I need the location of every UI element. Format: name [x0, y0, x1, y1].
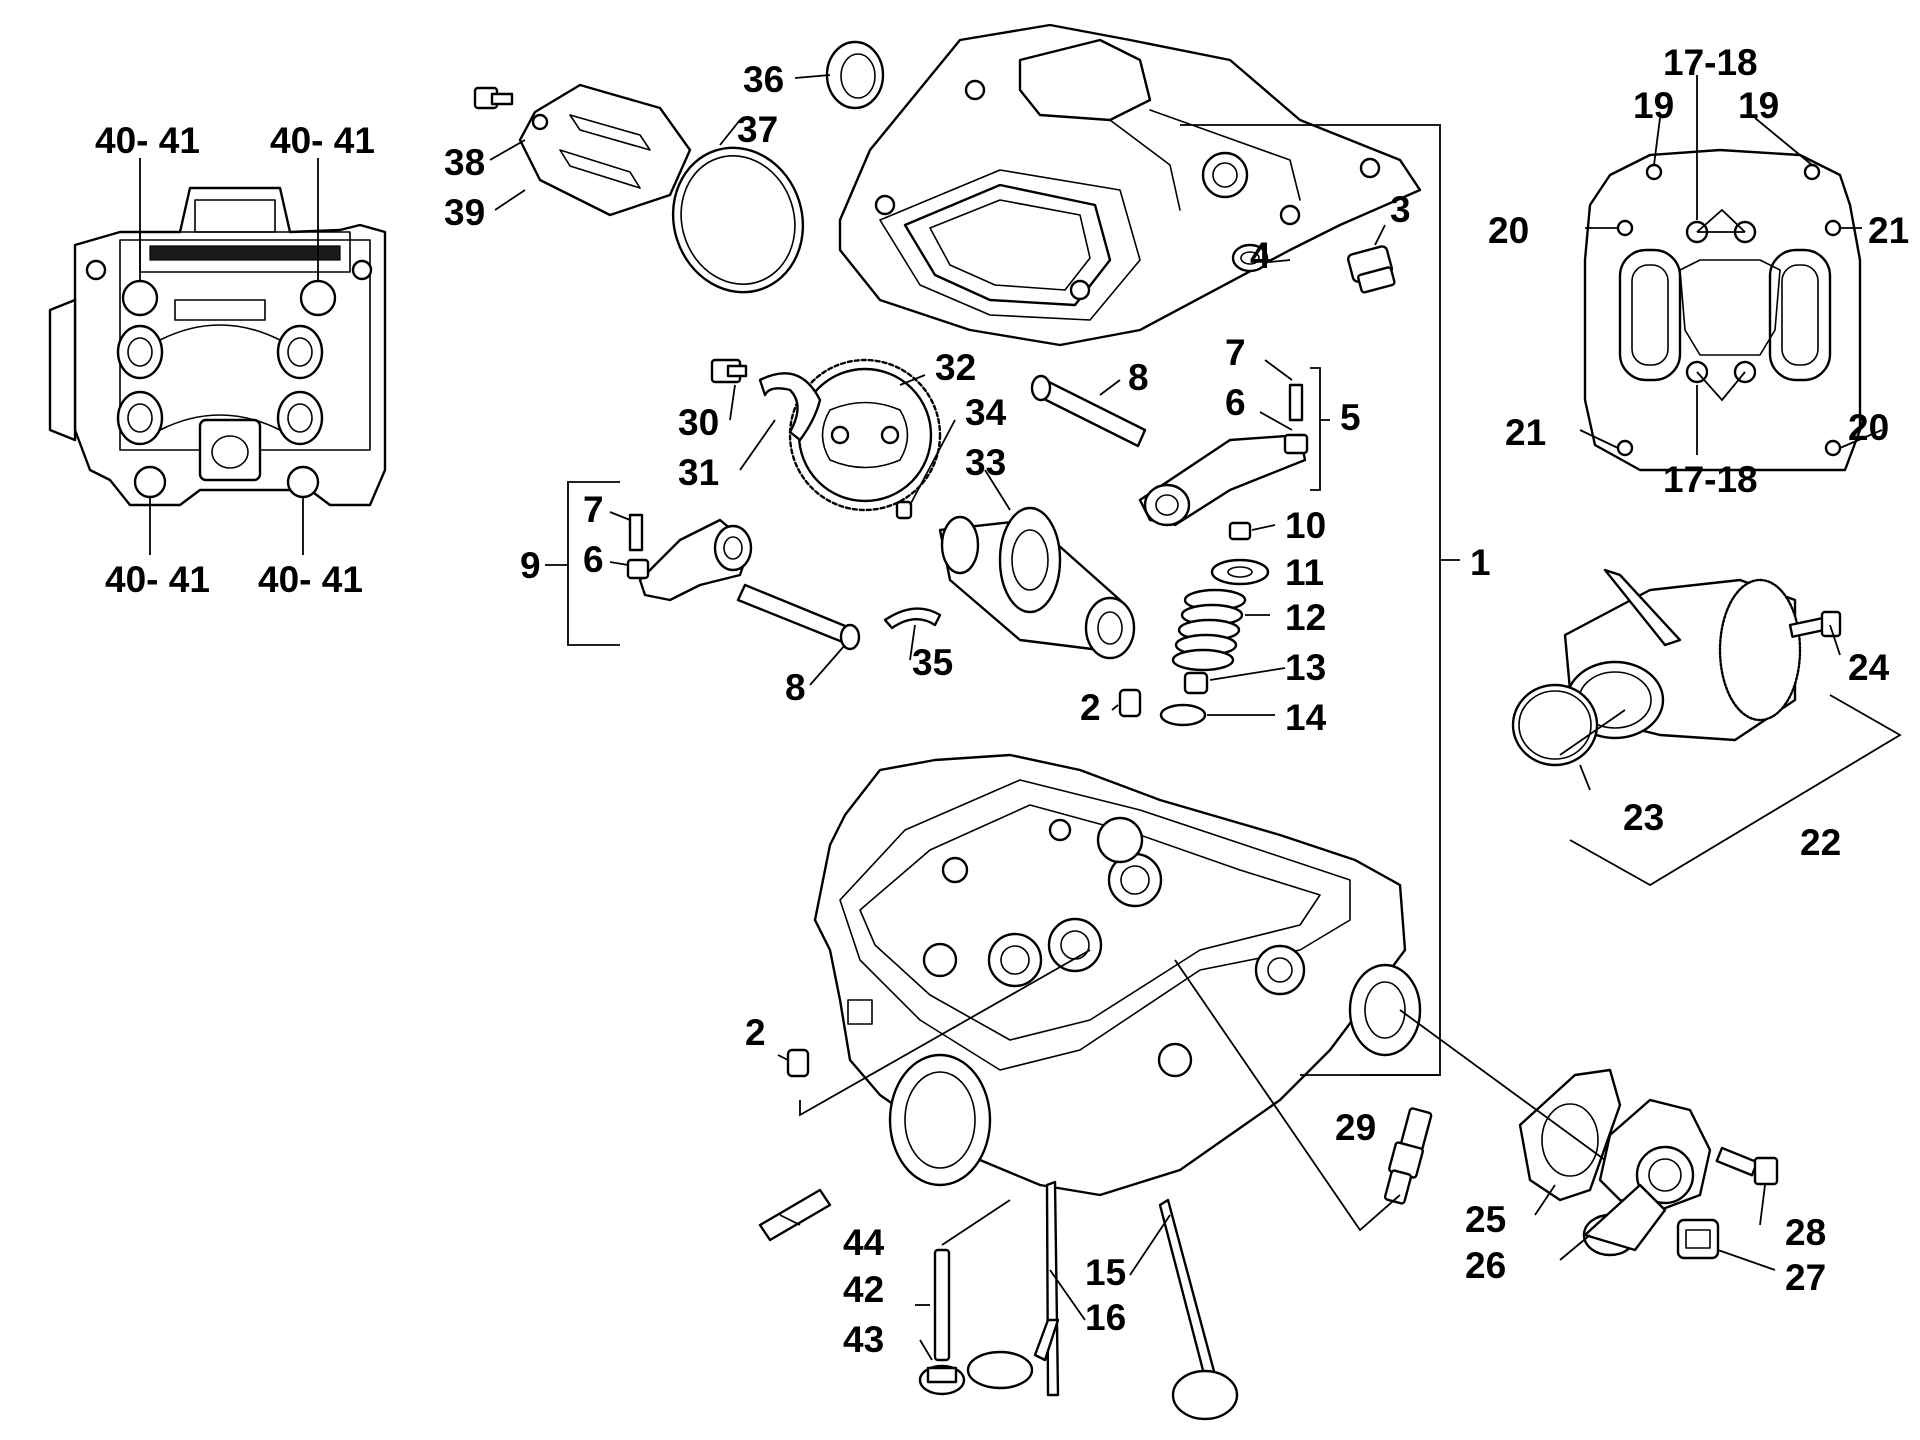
intake-boot-22 [1563, 568, 1802, 742]
washer-4 [1231, 243, 1269, 273]
callout-27: 27 [1785, 1257, 1826, 1298]
adjuster-screw-right-7 [1283, 383, 1309, 455]
callout-labels: 1 2 2 3 4 5 6 6 7 7 8 8 9 10 11 12 13 14… [95, 42, 1909, 1360]
clip-35 [883, 607, 942, 630]
callout-44: 44 [843, 1222, 885, 1263]
pin-34 [895, 500, 913, 520]
callout-38: 38 [444, 142, 485, 183]
callout-26: 26 [1465, 1245, 1506, 1286]
callout-42: 42 [843, 1269, 884, 1310]
cam-sprocket-32 [788, 358, 942, 512]
callout-23: 23 [1623, 797, 1664, 838]
callout-3: 3 [1390, 189, 1411, 230]
head-top-view-inset [48, 186, 387, 507]
callout-30: 30 [678, 402, 719, 443]
leader-lines [139, 74, 1902, 1361]
callout-2: 2 [1080, 687, 1101, 728]
stud-42 [933, 1248, 951, 1362]
callout-6: 6 [583, 539, 604, 580]
retainer-31 [758, 372, 822, 442]
callout-37: 37 [737, 109, 778, 150]
callout-1: 1 [1470, 542, 1491, 583]
adjuster-screw-left-7 [626, 513, 650, 580]
sensor-27 [1676, 1218, 1720, 1260]
callout-14: 14 [1285, 697, 1327, 738]
callout-24: 24 [1848, 647, 1890, 688]
callout-25: 25 [1465, 1199, 1506, 1240]
callout-34: 34 [965, 392, 1007, 433]
callout-22: 22 [1800, 822, 1841, 863]
callout-35: 35 [912, 642, 953, 683]
callout-17-18: 17-18 [1663, 459, 1758, 500]
callout-40-41: 40- 41 [258, 559, 363, 600]
callout-9: 9 [520, 545, 541, 586]
callout-31: 31 [678, 452, 719, 493]
callout-28: 28 [1785, 1212, 1826, 1253]
callout-36: 36 [743, 59, 784, 100]
callout-39: 39 [444, 192, 485, 233]
callout-10: 10 [1285, 505, 1326, 546]
callout-16: 16 [1085, 1297, 1126, 1338]
callout-40-41: 40- 41 [270, 120, 375, 161]
bolt-24 [1788, 610, 1842, 638]
callout-20: 20 [1848, 407, 1889, 448]
callout-8: 8 [1128, 357, 1149, 398]
callout-12: 12 [1285, 597, 1326, 638]
rocker-arm-right [1138, 433, 1307, 527]
rocker-shaft-left-8 [736, 583, 861, 651]
callout-43: 43 [843, 1319, 884, 1360]
callout-2: 2 [745, 1012, 766, 1053]
breather-cover-39 [518, 83, 692, 217]
cylinder-head [813, 753, 1422, 1197]
callout-4: 4 [1250, 235, 1271, 276]
callout-17-18: 17-18 [1663, 42, 1758, 83]
valve-spring-cluster-left [116, 324, 164, 446]
callout-40-41: 40- 41 [105, 559, 210, 600]
callout-29: 29 [1335, 1107, 1376, 1148]
head-bottom-view-inset [1583, 148, 1862, 472]
callout-5: 5 [1340, 397, 1361, 438]
o-ring-23 [1511, 683, 1599, 767]
rocker-arm-left [638, 518, 753, 602]
valve-cover [838, 23, 1422, 347]
callout-13: 13 [1285, 647, 1326, 688]
nut-43 [918, 1364, 966, 1396]
bolt-38 [473, 86, 514, 110]
elbow-26 [1582, 1098, 1712, 1257]
callout-7: 7 [583, 489, 604, 530]
stem-seal-13 [1183, 671, 1209, 695]
callout-19: 19 [1633, 85, 1674, 126]
valve-15 [1158, 1198, 1239, 1421]
bolt-28 [1715, 1146, 1779, 1186]
callout-7: 7 [1225, 332, 1246, 373]
dowel-pin-2a [1118, 688, 1142, 718]
keeper-10 [1228, 521, 1252, 541]
rocker-shaft-right-8 [1030, 374, 1147, 448]
o-ring-37 [671, 146, 805, 294]
callout-11: 11 [1285, 552, 1324, 593]
callout-20: 20 [1488, 210, 1529, 251]
plug-3 [1346, 245, 1396, 294]
callout-8: 8 [785, 667, 806, 708]
valve-spring-cluster-right [276, 324, 324, 446]
callout-40-41: 40- 41 [95, 120, 200, 161]
callout-15: 15 [1085, 1252, 1126, 1293]
callout-6: 6 [1225, 382, 1246, 423]
dowel-pin-2b [786, 1048, 810, 1078]
spark-plug-29 [1383, 1107, 1433, 1205]
callout-33: 33 [965, 442, 1006, 483]
spring-seat-14 [1159, 703, 1207, 727]
valve-16 [966, 1180, 1060, 1397]
callout-21: 21 [1505, 412, 1546, 453]
valve-spring-12 [1171, 588, 1247, 672]
retainer-11 [1210, 558, 1270, 586]
callout-19: 19 [1738, 85, 1779, 126]
callout-21: 21 [1868, 210, 1909, 251]
camshaft-33 [938, 506, 1136, 660]
callout-32: 32 [935, 347, 976, 388]
stud-44 [758, 1188, 832, 1242]
